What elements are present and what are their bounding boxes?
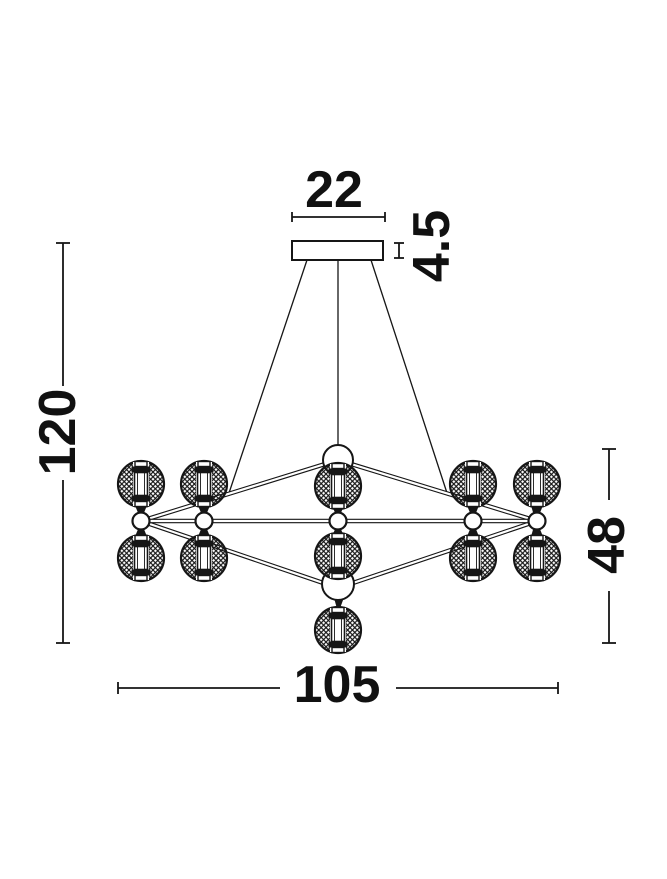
dim-label-canopy-width: 22 — [305, 161, 363, 219]
arm-joints — [131, 511, 547, 531]
joint-right-vertex — [527, 511, 547, 531]
dim-label-fixture-height: 48 — [578, 516, 636, 574]
lamp-globes — [116, 459, 562, 655]
globe — [448, 459, 498, 509]
rod-lower-right — [337, 518, 538, 591]
dim-line-fixture-height — [602, 448, 616, 644]
dim-line-overall-height — [56, 242, 70, 644]
globe — [313, 461, 363, 511]
rod-lower-left — [140, 518, 339, 591]
cable-left — [228, 259, 308, 494]
globe — [116, 533, 166, 583]
globe — [116, 459, 166, 509]
dim-line-canopy-width — [291, 212, 386, 222]
joint-left-inner — [194, 511, 214, 531]
globe — [512, 459, 562, 509]
suspension-cables — [228, 259, 448, 494]
joint-left-vertex — [131, 511, 151, 531]
joint-right-inner — [463, 511, 483, 531]
globe — [512, 533, 562, 583]
globe — [448, 533, 498, 583]
globe — [313, 605, 363, 655]
cable-right — [370, 259, 448, 494]
dim-label-overall-height: 120 — [29, 388, 87, 476]
rod-upper-left — [140, 457, 339, 524]
dim-label-canopy-height: 4.5 — [403, 209, 461, 283]
rod-upper-right — [337, 457, 538, 524]
dim-line-canopy-height — [394, 242, 404, 259]
joint-center — [328, 511, 348, 531]
dim-line-fixture-width — [117, 682, 559, 694]
ceiling-canopy — [291, 240, 384, 261]
globe — [313, 531, 363, 581]
dim-label-fixture-width: 105 — [293, 656, 381, 714]
globe — [179, 533, 229, 583]
globe — [179, 459, 229, 509]
